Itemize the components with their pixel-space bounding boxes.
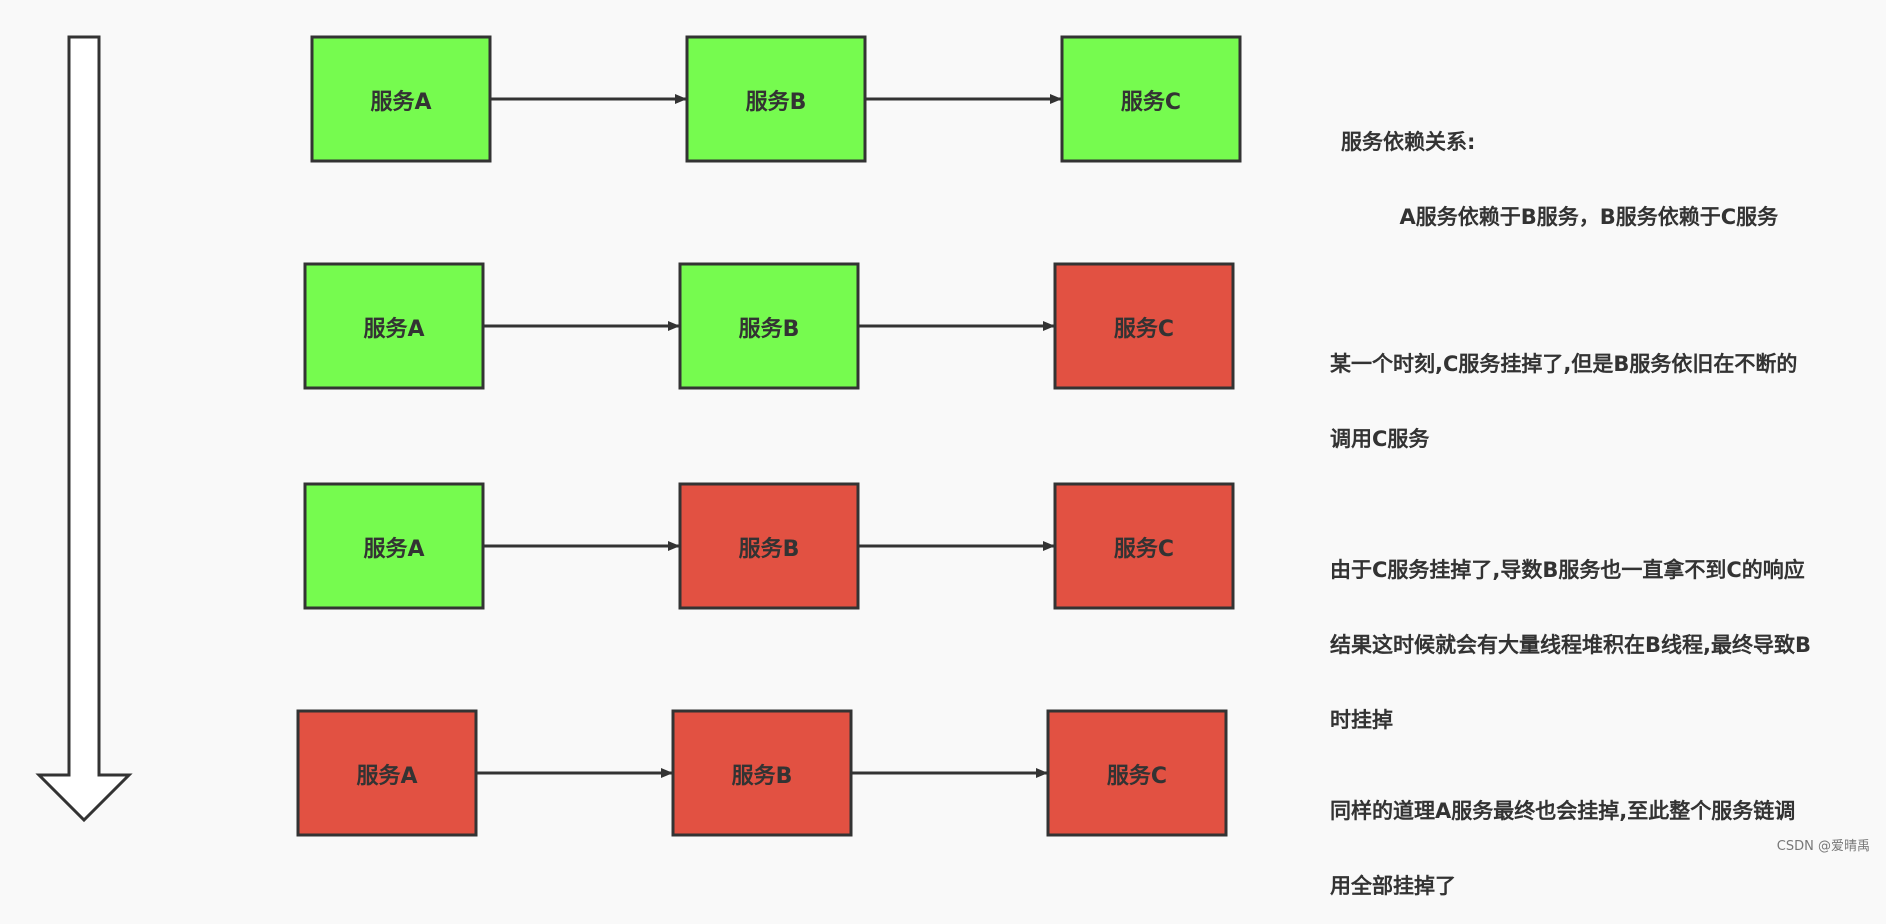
service-label-a: 服务A <box>370 90 431 115</box>
cascade-failure-diagram: 服务A 服务B 服务C 服务A 服务B 服务C 服务A 服务B 服务C 服务A <box>35 35 1242 837</box>
service-label-b: 服务B <box>746 90 807 115</box>
service-box-b <box>678 482 860 610</box>
service-box-c <box>1060 35 1242 163</box>
note-line: 时挂掉 <box>1330 708 1393 732</box>
service-box-a <box>296 709 478 837</box>
note-line: 用全部挂掉了 <box>1330 874 1456 898</box>
note-line: 由于C服务挂掉了,导数B服务也一直拿不到C的响应 <box>1330 558 1805 582</box>
timeline-down-arrow-icon <box>35 35 133 823</box>
note-line: 某一个时刻,C服务挂掉了,但是B服务依旧在不断的 <box>1330 352 1798 376</box>
service-box-b <box>671 709 853 837</box>
note-c-down: 某一个时刻,C服务挂掉了,但是B服务依旧在不断的 调用C服务 <box>1330 302 1797 477</box>
service-label-b: 服务B <box>732 764 793 789</box>
row-3: 服务A 服务B 服务C <box>303 482 1235 610</box>
service-box-a <box>310 35 492 163</box>
service-label-a: 服务A <box>363 537 424 562</box>
service-label-a: 服务A <box>363 317 424 342</box>
note-a-down: 同样的道理A服务最终也会挂掉,至此整个服务链调 用全部挂掉了 <box>1330 749 1795 924</box>
note-dependency: 服务依赖关系: A服务依赖于B服务，B服务依赖于C服务 <box>1341 80 1778 255</box>
service-box-a <box>303 262 485 390</box>
service-box-a <box>303 482 485 610</box>
note-line: 结果这时候就会有大量线程堆积在B线程,最终导致B <box>1330 633 1811 657</box>
row-2: 服务A 服务B 服务C <box>303 262 1235 390</box>
service-label-b: 服务B <box>739 537 800 562</box>
note-b-down: 由于C服务挂掉了,导数B服务也一直拿不到C的响应 结果这时候就会有大量线程堆积在… <box>1330 508 1811 758</box>
service-box-c <box>1053 482 1235 610</box>
service-label-b: 服务B <box>739 317 800 342</box>
row-4: 服务A 服务B 服务C <box>296 709 1228 837</box>
note-line: A服务依赖于B服务，B服务依赖于C服务 <box>1341 205 1779 229</box>
row-1: 服务A 服务B 服务C <box>310 35 1242 163</box>
service-label-c: 服务C <box>1114 317 1174 342</box>
service-box-c <box>1053 262 1235 390</box>
watermark: CSDN @爱晴禹 <box>1776 839 1870 854</box>
note-line: 调用C服务 <box>1330 427 1430 451</box>
note-line: 服务依赖关系: <box>1341 130 1476 154</box>
service-box-b <box>685 35 867 163</box>
service-label-c: 服务C <box>1107 764 1167 789</box>
service-label-c: 服务C <box>1114 537 1174 562</box>
service-box-b <box>678 262 860 390</box>
note-line: 同样的道理A服务最终也会挂掉,至此整个服务链调 <box>1330 799 1796 823</box>
service-label-c: 服务C <box>1121 90 1181 115</box>
service-box-c <box>1046 709 1228 837</box>
service-label-a: 服务A <box>356 764 417 789</box>
